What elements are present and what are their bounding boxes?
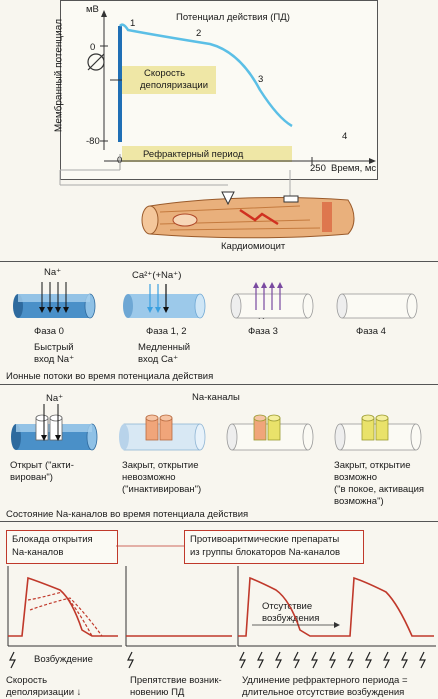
depolarization-label-2: деполяризации: [140, 80, 209, 91]
drugs-line-1: Противоаритмические препараты: [190, 534, 340, 545]
state-rest-2: возможно: [334, 472, 378, 483]
x-axis-arrow: [369, 158, 376, 164]
phase-12-desc-1: Медленный: [138, 342, 191, 353]
phase-0-label: Фаза 0: [34, 326, 64, 337]
y-unit-label: мВ: [86, 4, 99, 15]
state-inact-3: ("инактивирован"): [122, 484, 202, 495]
state-rest-3: ("в покое, активация: [334, 484, 425, 495]
phase-label-4: 4: [342, 131, 348, 142]
na-channels-caption: Состояние Na-каналов во время потенциала…: [6, 509, 249, 520]
separator-3: [0, 521, 438, 522]
action-potential-curve: [119, 23, 293, 128]
state-inact-1: Закрыт, открытие: [122, 460, 199, 471]
cylinder-phase-4: [336, 293, 418, 319]
na-channels-title: Na-каналы: [192, 392, 240, 403]
graph-obstacle: [125, 566, 236, 647]
state-rest-4: возможна"): [334, 496, 384, 507]
state-rest-1: Закрыт, открытие: [334, 460, 411, 471]
state-inact-2: невозможно: [122, 472, 176, 483]
phase-label-1: 1: [130, 18, 136, 29]
separator-2: [0, 384, 438, 385]
phase-0-desc-1: Быстрый: [34, 342, 74, 353]
channel-open: [35, 414, 63, 441]
refractory-label: Рефрактерный период: [143, 149, 244, 160]
ion-ca-label: Ca²⁺(+Na⁺): [132, 270, 182, 281]
cardiomyocyte-fiber: [141, 197, 355, 239]
x-unit-label: Время, мс: [331, 163, 377, 174]
voltmeter-icon: [87, 53, 105, 71]
y-tick-0: 0: [90, 42, 96, 53]
channel-inactivated: [145, 414, 173, 441]
channel-rest: [361, 414, 389, 441]
ion-na-label: Na⁺: [44, 267, 62, 278]
separator-1: [0, 261, 438, 262]
depolarization-highlight: [122, 66, 216, 94]
graph-blockade: [7, 566, 122, 647]
x-tick-250: 250: [310, 163, 326, 174]
y-axis-arrow: [101, 10, 107, 17]
graph-prolong: [237, 566, 436, 647]
phase-label-3: 3: [258, 74, 264, 85]
cylinder-phase-0: [13, 293, 96, 319]
phase-0-desc-2: вход Na⁺: [34, 354, 75, 365]
phase-4-label: Фаза 4: [356, 326, 386, 337]
channel-transition: [253, 414, 281, 441]
speed-line-1: Скорость: [6, 675, 48, 686]
state-open-2: вирован"): [10, 472, 53, 483]
state-open-1: Открыт ("акти-: [10, 460, 74, 471]
obstacle-line-1: Препятствие возник-: [130, 675, 222, 686]
phase-3-label: Фаза 3: [248, 326, 278, 337]
excitation-label: Возбуждение: [34, 654, 93, 665]
y-tick-minus80: -80: [86, 136, 100, 147]
prolong-line-2: длительное отсутствие возбуждения: [242, 687, 405, 698]
prolong-line-1: Удлинение рефрактерного периода =: [242, 675, 408, 686]
cylinder-phase-12: [123, 293, 206, 319]
drugs-box: [184, 530, 364, 564]
phase-label-2: 2: [196, 28, 202, 39]
refractory-highlight: [122, 146, 292, 162]
depolarization-label-1: Скорость: [144, 68, 186, 79]
stimulus-triangle: [221, 191, 235, 206]
na-channel-ion: Na⁺: [46, 393, 64, 404]
absence-line-1: Отсутствие: [262, 601, 313, 612]
absence-line-2: возбуждения: [262, 613, 320, 624]
drugs-line-2: из группы блокаторов Na-каналов: [190, 547, 341, 558]
obstacle-line-2: новению ПД: [130, 687, 185, 698]
phase-12-label: Фаза 1, 2: [146, 326, 187, 337]
na-arrows: [41, 282, 67, 310]
blockade-line-2: Na-каналов: [12, 547, 64, 558]
speed-line-2: деполяризации ↓: [6, 687, 82, 698]
chart-title: Потенциал действия (ПД): [176, 12, 290, 23]
phase-12-desc-2: вход Ca⁺: [138, 354, 179, 365]
ion-flows-caption: Ионные потоки во время потенциала действ…: [6, 371, 214, 382]
blockade-box: [6, 530, 118, 564]
cell-label: Кардиомиоцит: [221, 241, 286, 252]
lightning-icons: [9, 651, 426, 669]
blockade-line-1: Блокада открытия: [12, 534, 93, 545]
